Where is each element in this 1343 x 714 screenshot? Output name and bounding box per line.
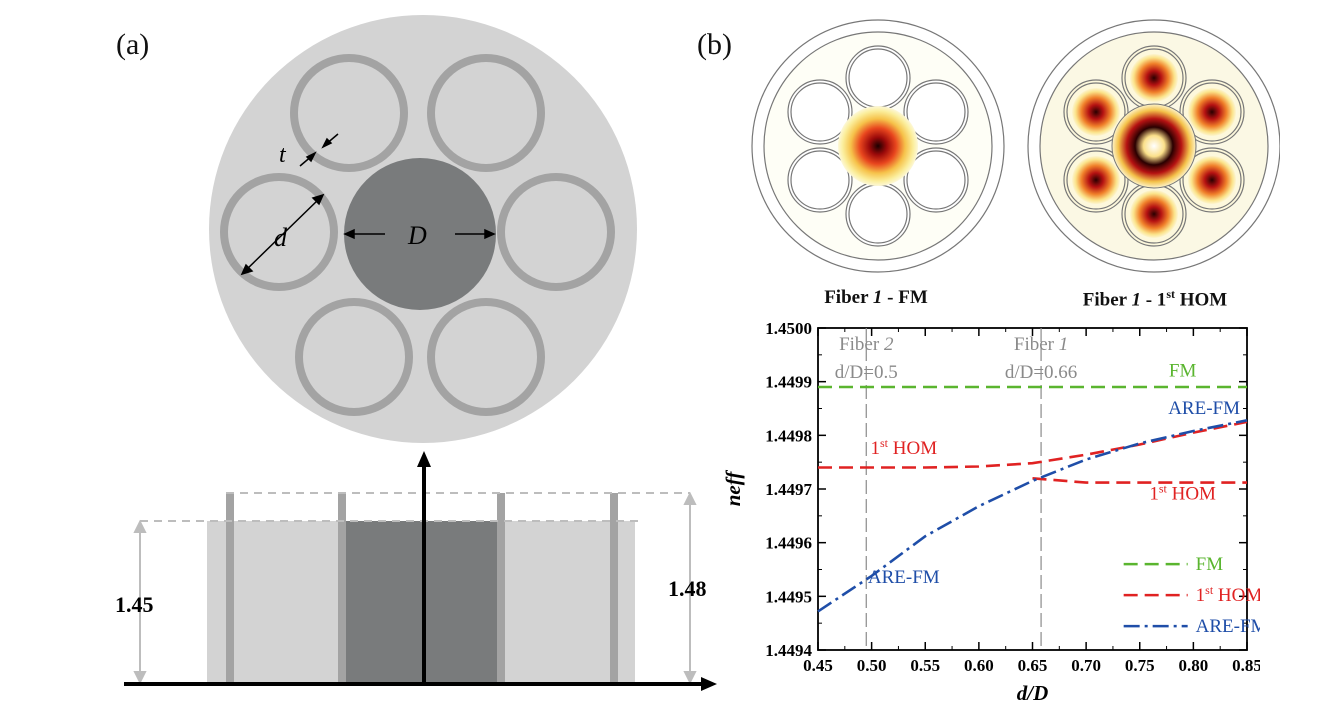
guide-label-fiber: Fiber 2 [839,334,894,355]
x-tick-label: 0.75 [1125,656,1155,675]
y-tick-label: 1.4498 [765,426,812,445]
hom-title-end: HOM [1174,289,1228,311]
hom-mode-image [1027,19,1280,273]
fm-title-suffix: - FM [882,287,928,308]
panel-b-label: (b) [697,28,732,61]
x-tick-label: 0.85 [1232,656,1260,675]
label-D: D [407,221,427,250]
fm-title-prefix: Fiber [824,287,873,308]
index-cladding-label: 1.45 [115,592,154,617]
guide-label-ratio: d/D=0.5 [835,362,898,383]
y-tick-label: 1.4495 [765,587,812,606]
hollow-core [344,158,496,310]
fm-title-fiber-number: 1 [872,287,883,308]
tube-bottom-left [295,298,413,416]
legend-label: FM [1196,554,1224,575]
tube-top-left [290,54,408,172]
mode-field-images [751,19,1280,273]
profile-core [344,521,498,683]
tube-bottom-right [427,298,545,416]
profile-tube-wall-1 [226,493,234,683]
hom-title-fiber-number: 1 [1131,289,1141,311]
hom-title-prefix: Fiber [1082,289,1132,311]
y-tick-label: 1.4496 [765,534,812,553]
core-diameter-arrow [343,228,496,240]
fm-mode-image [751,19,1005,273]
index-profile [124,451,717,691]
x-tick-label: 0.50 [857,656,887,675]
y-axis-label: neff [721,470,745,507]
x-tick-label: 0.45 [803,656,833,675]
hom-title-sup: st [1166,287,1175,301]
tube-right [497,173,615,291]
fm-mode-title: Fiber 1 - FM [776,287,976,309]
label-d: d [274,223,288,252]
y-tick-label: 1.4499 [765,373,812,392]
panel-a-label: (a) [116,28,150,61]
x-tick-label: 0.65 [1018,656,1048,675]
x-axis-label: d/D [1017,681,1049,705]
wall-thickness-arrow [299,133,339,167]
tube-left [220,173,338,291]
tube-top-right [427,54,545,172]
hom-mode-title: Fiber 1 - 1st HOM [1040,287,1270,311]
curve-annotation: ARE-FM [1168,398,1240,419]
profile-tube-wall-4 [610,493,618,683]
y-tick-label: 1.4500 [765,319,812,338]
fiber-cross-section-diagram: D d t [115,15,717,691]
tube-diameter-arrow [240,193,325,276]
y-tick-label: 1.4494 [765,641,812,660]
hom-title-suffix: - 1 [1140,289,1167,311]
x-tick-label: 0.55 [910,656,940,675]
profile-tube-wall-2 [338,493,346,683]
series-line-1st-hom [1032,477,1247,484]
series-line-1st-hom [818,420,1248,469]
label-t: t [279,142,287,168]
curve-annotation: 1st HOM [1149,482,1216,505]
legend-label: ARE-FM [1196,616,1260,637]
guide-label-ratio: d/D=0.66 [1005,362,1077,383]
curve-annotation: ARE-FM [868,567,940,588]
x-tick-label: 0.70 [1071,656,1101,675]
index-tube-label: 1.48 [668,576,707,601]
legend-label: 1st HOM [1196,583,1260,606]
curve-annotation: 1st HOM [870,436,937,459]
profile-tube-wall-3 [497,493,505,683]
x-tick-label: 0.60 [964,656,994,675]
neff-chart: 1.4494 1.4495 1.4496 1.4497 1.4498 1.4499 1.45… [721,319,1260,705]
guide-label-fiber: Fiber 1 [1014,334,1068,355]
curve-annotation: FM [1169,360,1197,381]
x-tick-label: 0.80 [1179,656,1209,675]
y-tick-label: 1.4497 [765,480,812,499]
